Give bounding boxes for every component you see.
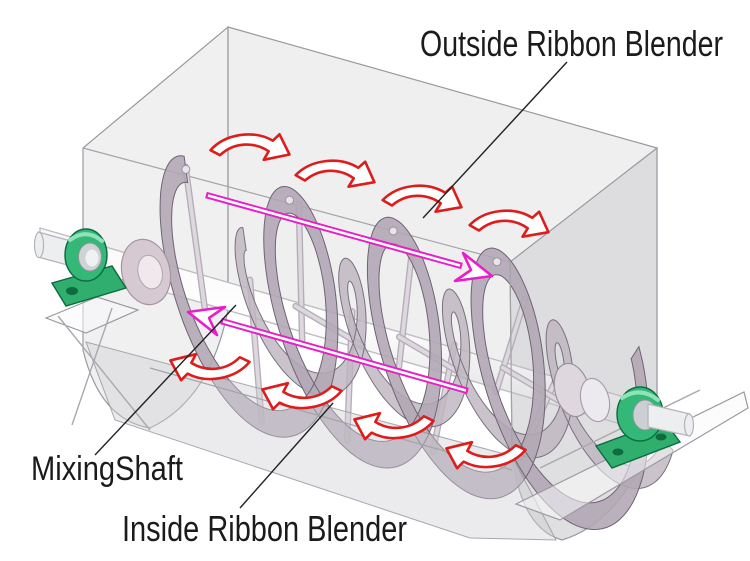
bearing-right-bolt-hole (612, 448, 624, 456)
bearing-right-bolt-hole-2 (655, 433, 667, 441)
ribbon-spoke (397, 246, 415, 369)
flow-arrow-shaft-inner (222, 320, 467, 392)
ribbon-joint-cap (388, 226, 398, 236)
bearing-left-bolt-hole (66, 287, 78, 295)
flow-arrow-shaft-inner (207, 194, 461, 267)
flow-arrow-right (205, 191, 494, 283)
shaft-end-cap-right (683, 413, 695, 437)
left-stand-leg (57, 315, 151, 431)
ribbon-spoke (296, 201, 305, 342)
trough-front-right-corner-edge (509, 261, 513, 453)
leader-inside-ribbon (239, 402, 334, 509)
shaft-flange-left (120, 238, 172, 306)
label-inside-ribbon: Inside Ribbon Blender (122, 508, 407, 549)
bearing-left-highlight (68, 232, 104, 243)
flow-arrowhead-icon (453, 251, 494, 283)
flow-arrow-left (186, 305, 469, 395)
bearing-right-highlight (620, 390, 660, 402)
bearing-right (594, 386, 695, 469)
label-mixing-shaft: MixingShaft (31, 450, 183, 488)
right-plate-edge (539, 389, 701, 469)
leader-mixing-shaft (94, 304, 237, 456)
shaft-end-cap-left (33, 231, 45, 259)
left-stand-leg-2 (71, 307, 113, 426)
annotations: Outside Ribbon Blender MixingShaft Insid… (31, 23, 723, 549)
flow-arrowhead-icon (186, 305, 227, 337)
label-outside-ribbon: Outside Ribbon Blender (420, 23, 723, 64)
flange-inner-disc (137, 254, 163, 290)
collar-disc-2 (579, 377, 611, 423)
trough-bottom-front-surface (85, 341, 557, 541)
shaft-collars-right (553, 362, 611, 423)
bearing-left (50, 228, 128, 307)
bearing-left-bore (85, 249, 99, 267)
left-support-bracket (44, 296, 140, 334)
ribbon-spoke (183, 164, 208, 314)
ribbon-joint-cap (492, 257, 502, 267)
ribbon-joint-cap (285, 195, 295, 205)
leader-outside-ribbon (422, 61, 568, 219)
ribbon-joint-cap (181, 164, 191, 174)
